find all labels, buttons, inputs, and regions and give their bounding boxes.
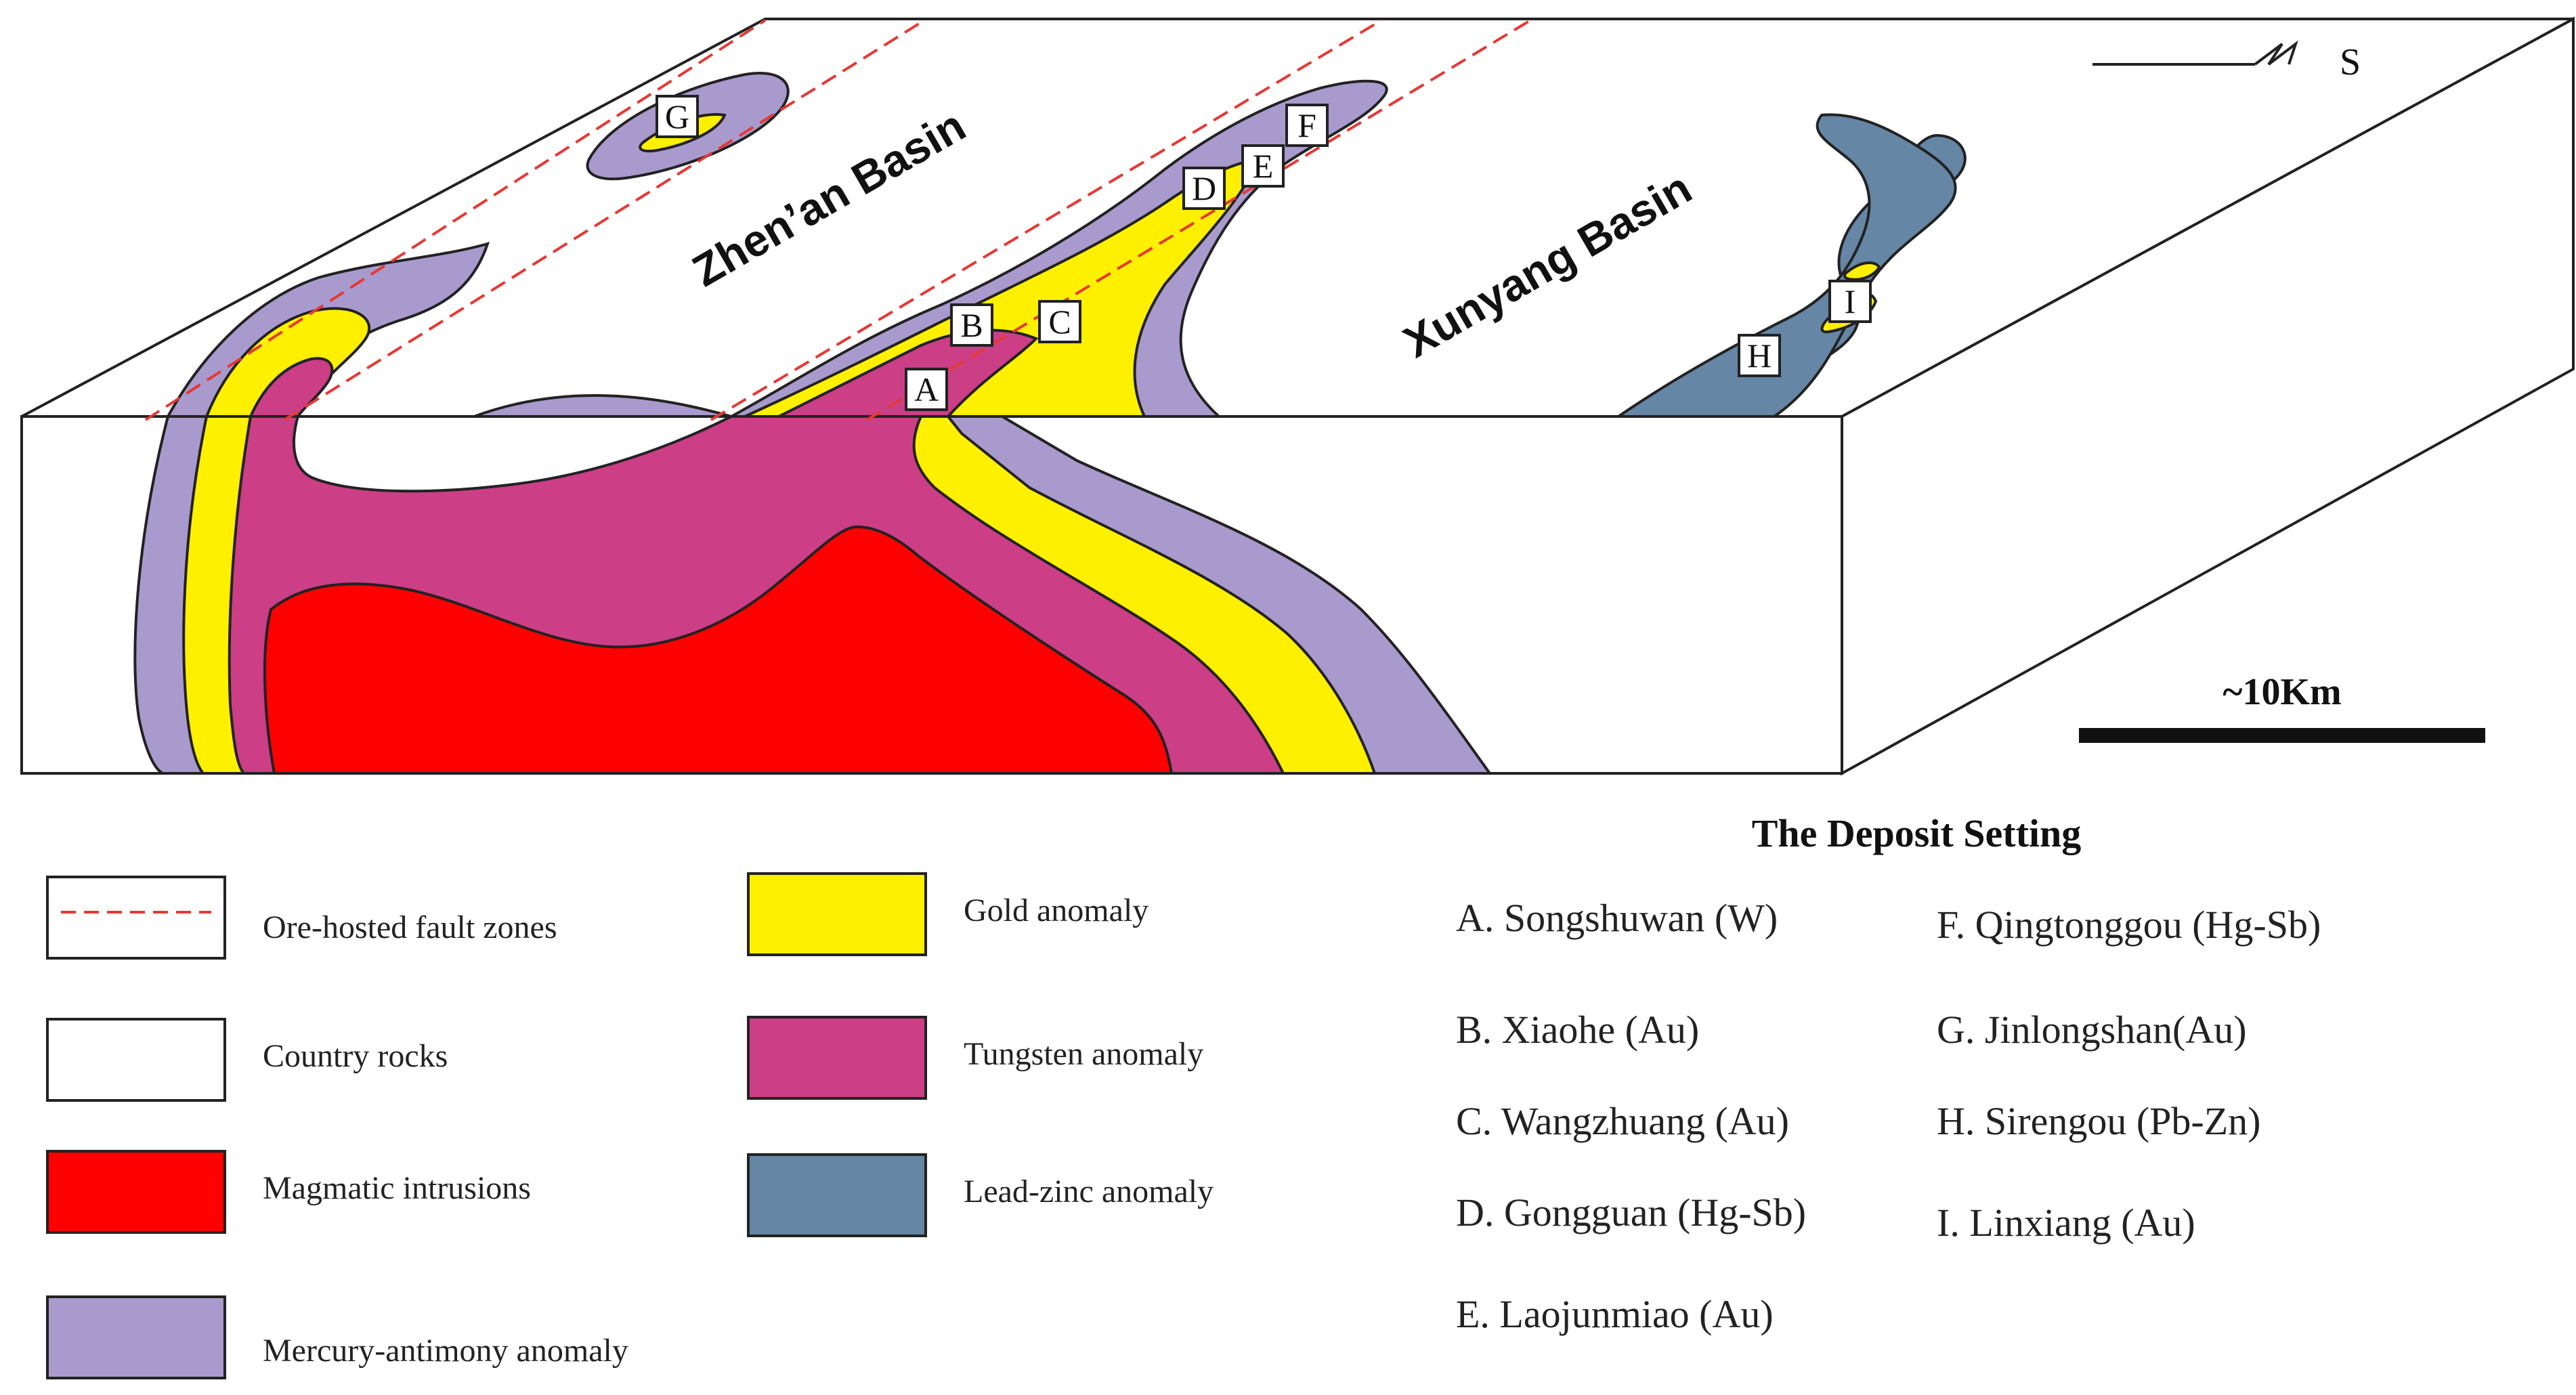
deposit-marker-label: G bbox=[665, 98, 689, 135]
deposit-marker-box bbox=[1828, 280, 1872, 323]
block-diagram bbox=[20, 16, 2575, 776]
legend-item-2: Country rocks bbox=[46, 1018, 448, 1102]
deposit-item-8: H. Sirengou (Pb-Zn) bbox=[1937, 1099, 2260, 1143]
deposit-marker-e: E bbox=[1241, 144, 1285, 188]
deposit-list: A. Songshuwan (W) B. Xiaohe (Au) C. Wangzh… bbox=[1456, 896, 2321, 1336]
legend-swatch bbox=[46, 1018, 226, 1102]
legend-swatch bbox=[46, 1295, 226, 1379]
legend-label: Magmatic intrusions bbox=[263, 1170, 531, 1206]
legend-swatch bbox=[46, 876, 226, 960]
scale-bar-label: ~10Km bbox=[2223, 671, 2341, 713]
deposit-marker-i: I bbox=[1828, 280, 1872, 323]
deposit-marker-c: C bbox=[1038, 300, 1081, 343]
deposit-item-5: E. Laojunmiao (Au) bbox=[1456, 1292, 1774, 1336]
deposit-marker-g: G bbox=[656, 95, 699, 138]
legend-item-7: Lead-zinc anomaly bbox=[747, 1153, 1214, 1237]
legend-label: Country rocks bbox=[263, 1038, 448, 1074]
deposit-marker-box bbox=[1038, 300, 1081, 343]
deposit-item-1: A. Songshuwan (W) bbox=[1456, 896, 1778, 940]
legend-swatch bbox=[747, 1153, 927, 1237]
deposit-marker-d: D bbox=[1182, 167, 1226, 210]
legend-label: Mercury-antimony anomaly bbox=[263, 1333, 628, 1369]
legend-swatch bbox=[747, 1016, 927, 1100]
legend-label: Gold anomaly bbox=[964, 893, 1149, 928]
deposit-marker-label: F bbox=[1297, 106, 1316, 144]
deposit-marker-label: D bbox=[1192, 169, 1216, 207]
scale-bar: ~10Km bbox=[2079, 671, 2485, 743]
deposit-setting: The Deposit Setting A. Songshuwan (W) B. … bbox=[1456, 811, 2321, 1336]
deposit-marker-label: E bbox=[1253, 147, 1274, 185]
deposit-marker-box bbox=[1182, 167, 1226, 210]
deposit-marker-label: B bbox=[960, 306, 983, 344]
fault-line-4 bbox=[865, 19, 1532, 421]
deposit-marker-label: I bbox=[1845, 282, 1856, 320]
deposit-item-3: C. Wangzhuang (Au) bbox=[1456, 1099, 1789, 1143]
lead-zinc-top-upper bbox=[1614, 113, 1957, 418]
deposit-marker-box bbox=[1241, 144, 1285, 188]
south-arrow-label: S bbox=[2340, 41, 2361, 83]
deposit-setting-title: The Deposit Setting bbox=[1752, 811, 2082, 855]
legend-item-4: Mercury-antimony anomaly bbox=[46, 1295, 628, 1379]
deposit-marker-label: H bbox=[1747, 337, 1772, 374]
deposit-marker-h: H bbox=[1738, 334, 1781, 377]
legend-swatch bbox=[747, 872, 927, 956]
country-rock-front-bay bbox=[293, 415, 732, 493]
south-arrow-icon: S bbox=[2092, 40, 2361, 83]
legend-label: Tungsten anomaly bbox=[964, 1036, 1203, 1072]
deposit-marker-box bbox=[1738, 334, 1781, 377]
deposit-item-4: D. Gongguan (Hg-Sb) bbox=[1456, 1190, 1806, 1235]
legend-item-1: Ore-hosted fault zones bbox=[46, 876, 557, 960]
fault-line-1 bbox=[144, 19, 767, 421]
deposit-item-9: I. Linxiang (Au) bbox=[1937, 1201, 2195, 1245]
scale-bar-line bbox=[2079, 728, 2485, 743]
block-front-face bbox=[20, 415, 1843, 775]
deposit-item-6: F. Qingtonggou (Hg-Sb) bbox=[1937, 903, 2321, 947]
legend-item-5: Gold anomaly bbox=[747, 872, 1149, 956]
deposit-marker-box bbox=[905, 368, 948, 411]
legend-item-6: Tungsten anomaly bbox=[747, 1016, 1203, 1100]
fault-line-3 bbox=[710, 19, 1383, 421]
deposit-marker-box bbox=[656, 95, 699, 138]
deposit-marker-label: A bbox=[914, 370, 939, 408]
legend-label: Ore-hosted fault zones bbox=[263, 909, 557, 945]
magmatic-front bbox=[263, 525, 1174, 775]
deposit-marker-b: B bbox=[950, 303, 993, 347]
deposit-marker-box bbox=[950, 303, 993, 347]
legend-label: Lead-zinc anomaly bbox=[964, 1174, 1214, 1209]
fault-zones bbox=[144, 19, 1532, 421]
deposit-marker-box bbox=[1285, 104, 1329, 147]
deposit-markers: AB C DEF G H I bbox=[656, 95, 1872, 411]
fault-line-2 bbox=[283, 19, 926, 421]
legend-item-3: Magmatic intrusions bbox=[46, 1150, 531, 1234]
deposit-marker-f: F bbox=[1285, 104, 1329, 147]
deposit-item-2: B. Xiaohe (Au) bbox=[1456, 1008, 1699, 1052]
gold-lead-zinc-i-upper bbox=[1843, 261, 1881, 281]
deposit-marker-a: A bbox=[905, 368, 948, 411]
legend-swatch bbox=[46, 1150, 226, 1234]
deposit-item-7: G. Jinlongshan(Au) bbox=[1937, 1008, 2247, 1052]
deposit-marker-label: C bbox=[1048, 303, 1071, 341]
